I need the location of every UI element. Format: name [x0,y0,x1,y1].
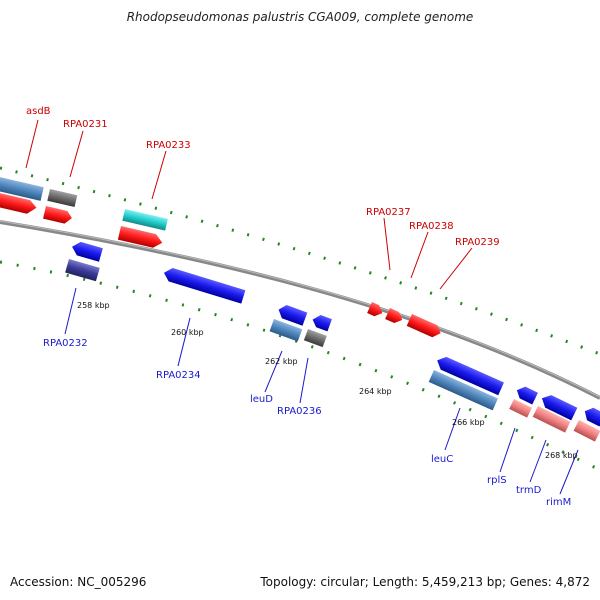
gene-RPA0237 [367,302,383,317]
gene-RPA0233 [117,226,163,248]
gene-label-RPA0231: RPA0231 [63,119,108,130]
gene-RPA0236 [303,329,327,348]
leader-RPA0239 [439,247,473,290]
kbp-label-264: 264 kbp [359,387,392,396]
gene-label-rimM: rimM [546,497,571,508]
gene-RPA0231 [43,206,72,224]
gene-label-leuD: leuD [250,394,273,405]
gene-rimM-blue [584,407,600,427]
gene-RPA0234 [163,268,246,304]
leader-leuD [264,350,283,393]
gene-label-asdB: asdB [26,106,51,117]
gene-red-forward-1 [0,192,37,214]
leader-trmD [529,439,547,483]
footer-stats: Topology: circular; Length: 5,459,213 bp… [260,575,590,589]
gene-label-RPA0239: RPA0239 [455,237,500,248]
gene-rimM [573,420,600,442]
gene-RPA0236-blue [312,315,332,332]
gene-label-RPA0237: RPA0237 [366,207,411,218]
leader-RPA0236 [299,357,309,404]
outer-tick-track [0,166,600,356]
map-title: Rhodopseudomonas palustris CGA009, compl… [126,10,474,24]
inner-tick-track [0,260,600,472]
gene-label-RPA0234: RPA0234 [156,370,201,381]
gene-RPA0238 [385,308,403,324]
gene-leuC-blue [437,356,504,396]
gene-trmD [532,406,571,433]
gene-label-RPA0233: RPA0233 [146,140,191,151]
gene-rplS [509,399,532,418]
leader-rimM [559,449,579,495]
gene-label-rplS: rplS [487,475,507,486]
footer-accession: Accession: NC_005296 [10,575,147,589]
genome-backbone-highlight [0,220,600,398]
gene-label-trmD: trmD [516,485,542,496]
gene-trmD-blue [541,395,578,421]
gene-RPA0231-gray [47,189,78,207]
gene-RPA0233-cyan [122,209,168,231]
gene-rplS-blue [516,386,538,405]
gene-RPA0232-blue [72,241,103,262]
kbp-label-268: 268 kbp [545,451,578,460]
leader-RPA0231 [69,130,84,178]
genome-backbone [0,220,600,400]
gene-leuD-blue [278,305,308,326]
leader-RPA0237 [383,217,391,271]
kbp-label-262: 262 kbp [265,357,298,366]
gene-asdB [0,176,44,201]
gene-RPA0232 [65,259,100,282]
leader-RPA0233 [151,150,167,200]
gene-leuD [269,319,303,342]
leader-leuC [444,407,461,451]
kbp-label-260: 260 kbp [171,328,204,337]
leader-RPA0234 [177,317,191,367]
gene-leuC [428,370,498,411]
gene-label-RPA0238: RPA0238 [409,221,454,232]
gene-label-leuC: leuC [431,454,453,465]
gene-label-RPA0236: RPA0236 [277,406,322,417]
kbp-label-266: 266 kbp [452,418,485,427]
gene-RPA0239 [406,314,441,338]
leader-RPA0232 [64,287,77,335]
leader-asdB [25,119,39,169]
kbp-label-258: 258 kbp [77,301,110,310]
leader-rplS [499,427,516,473]
leader-RPA0238 [410,231,429,279]
gene-label-RPA0232: RPA0232 [43,338,88,349]
